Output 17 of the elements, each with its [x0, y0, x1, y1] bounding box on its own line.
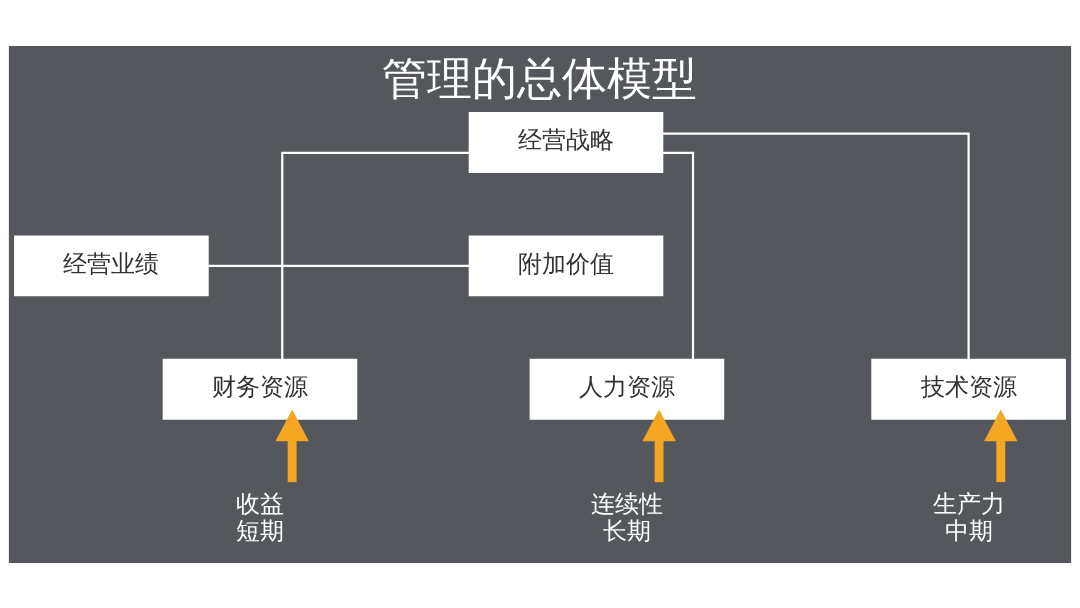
node-text: 连续性 长期 [590, 489, 663, 545]
arrow [275, 408, 309, 482]
connector [662, 151, 695, 359]
node-box: 经营战略 [468, 111, 664, 173]
diagram-title: 管理的总体模型 [382, 52, 698, 105]
node-text: 生产力 中期 [932, 489, 1005, 545]
connector [662, 132, 970, 359]
node-box: 技术资源 [871, 358, 1066, 420]
arrow [642, 408, 676, 482]
node-box: 附加价值 [468, 234, 664, 296]
arrow [984, 408, 1018, 482]
connector [281, 151, 470, 359]
node-text: 收益 短期 [235, 489, 284, 545]
node-box: 财务资源 [162, 358, 358, 420]
node-box: 经营业绩 [14, 234, 209, 296]
node-box: 人力资源 [529, 358, 725, 420]
connector [208, 264, 470, 267]
